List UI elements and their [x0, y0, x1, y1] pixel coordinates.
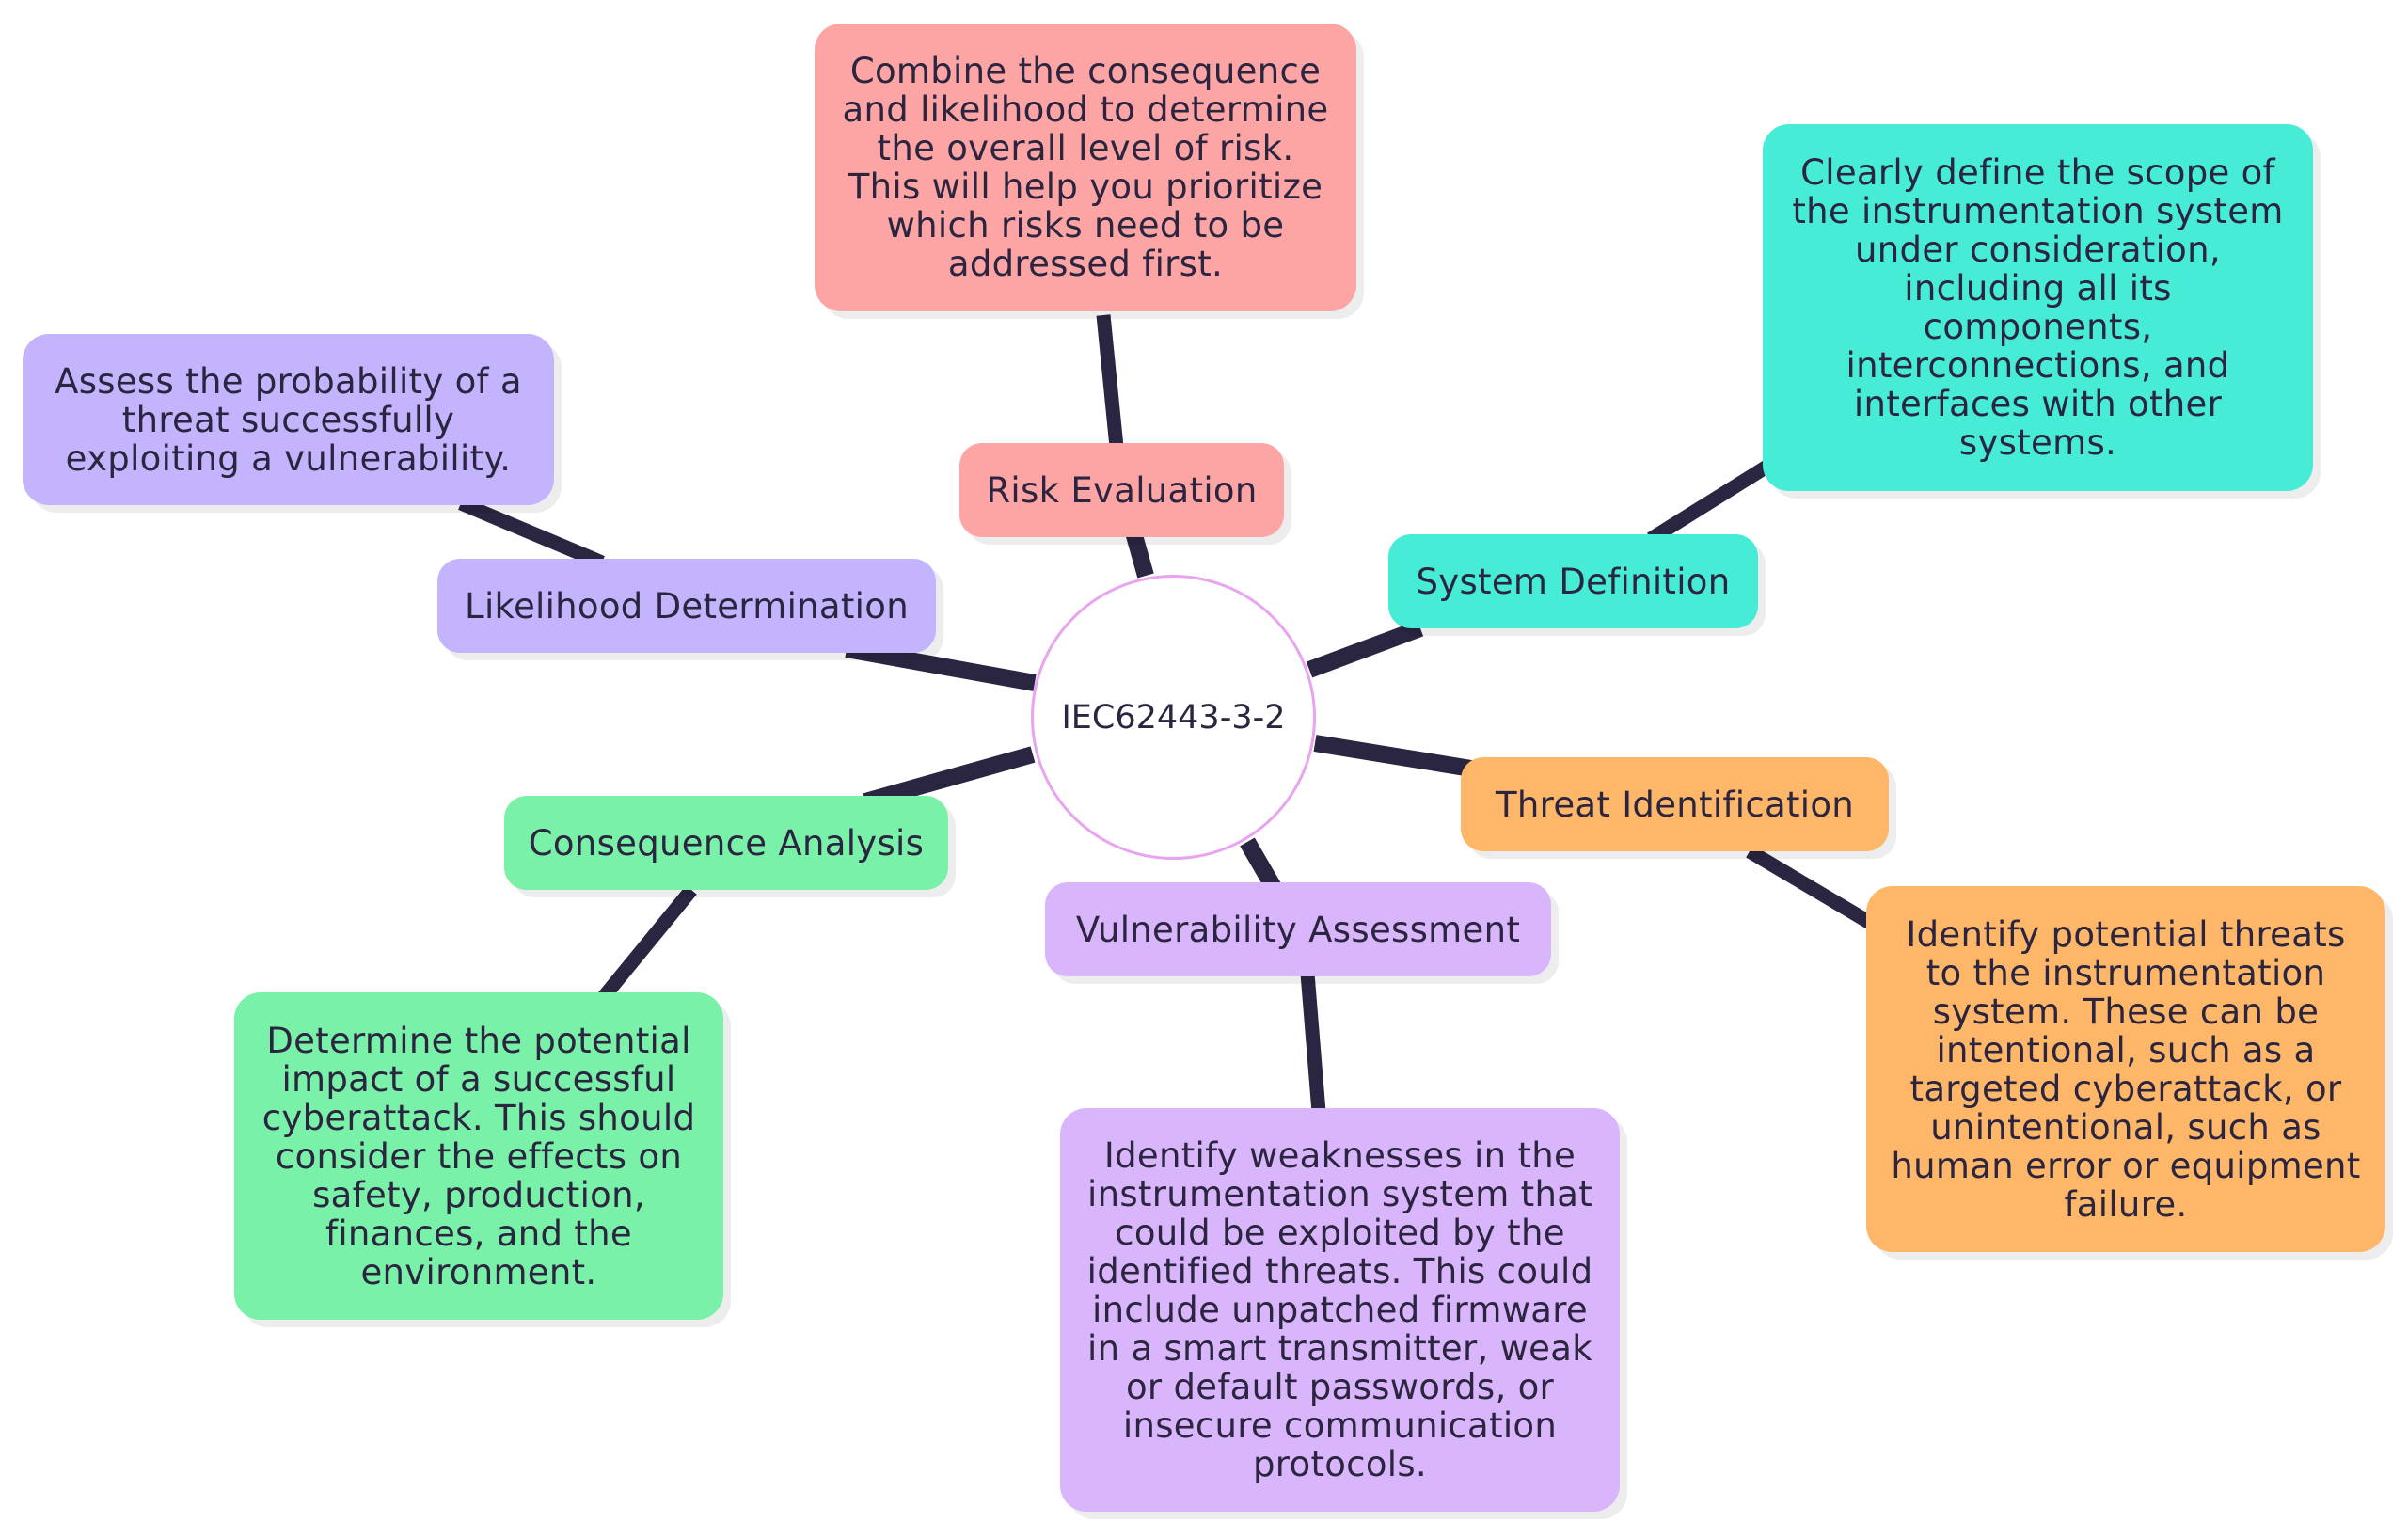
link-likelihood-detail — [458, 497, 605, 569]
likelihood-determination-detail-text: Assess the probability of a threat succe… — [55, 360, 522, 479]
threat-identification-detail: Identify potential threats to the instru… — [1866, 886, 2385, 1252]
likelihood-determination-node[interactable]: Likelihood Determination — [437, 559, 936, 653]
system-definition-node[interactable]: System Definition — [1388, 534, 1758, 628]
likelihood-determination-label: Likelihood Determination — [465, 585, 909, 626]
risk-evaluation-detail-text: Combine the consequence and likelihood t… — [842, 51, 1329, 284]
link-risk — [1125, 530, 1154, 579]
link-vulnerability-detail — [1300, 973, 1326, 1113]
threat-identification-detail-text: Identify potential threats to the instru… — [1891, 913, 2361, 1225]
vulnerability-assessment-detail-text: Identify weaknesses in the instrumentati… — [1086, 1135, 1593, 1484]
vulnerability-assessment-node[interactable]: Vulnerability Assessment — [1045, 882, 1551, 976]
system-definition-detail-text: Clearly define the scope of the instrume… — [1792, 152, 2284, 463]
system-definition-detail: Clearly define the scope of the instrume… — [1763, 124, 2313, 491]
link-system-detail — [1647, 459, 1772, 546]
risk-evaluation-node[interactable]: Risk Evaluation — [959, 443, 1284, 537]
vulnerability-assessment-label: Vulnerability Assessment — [1075, 909, 1521, 950]
link-likelihood — [845, 641, 1037, 691]
root-label: IEC62443-3-2 — [1061, 698, 1286, 737]
consequence-analysis-detail: Determine the potential impact of a succ… — [234, 992, 723, 1320]
consequence-analysis-label: Consequence Analysis — [528, 822, 925, 864]
vulnerability-assessment-detail: Identify weaknesses in the instrumentati… — [1060, 1108, 1620, 1512]
root-node[interactable]: IEC62443-3-2 — [1031, 575, 1316, 860]
consequence-analysis-detail-text: Determine the potential impact of a succ… — [261, 1020, 696, 1292]
risk-evaluation-detail: Combine the consequence and likelihood t… — [815, 24, 1356, 311]
threat-identification-label: Threat Identification — [1495, 784, 1855, 825]
link-vulnerability — [1240, 837, 1282, 894]
system-definition-label: System Definition — [1416, 561, 1731, 602]
link-risk-detail — [1096, 314, 1124, 448]
risk-evaluation-label: Risk Evaluation — [986, 469, 1258, 511]
link-system — [1306, 620, 1424, 678]
link-threat-detail — [1746, 845, 1880, 933]
link-consequence-detail — [596, 885, 697, 1004]
likelihood-determination-detail: Assess the probability of a threat succe… — [23, 334, 554, 505]
link-threat — [1313, 735, 1479, 778]
consequence-analysis-node[interactable]: Consequence Analysis — [504, 796, 948, 890]
threat-identification-node[interactable]: Threat Identification — [1461, 757, 1889, 851]
link-consequence — [863, 746, 1036, 810]
